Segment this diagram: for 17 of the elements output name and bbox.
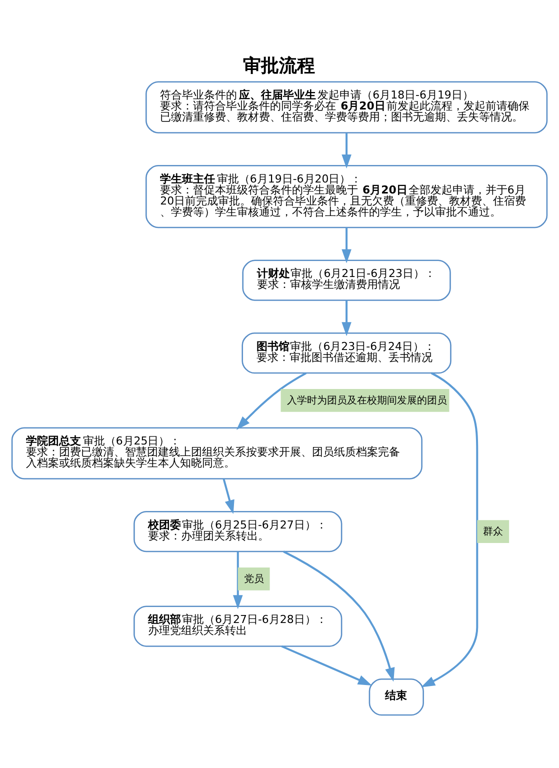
arrow [342, 300, 352, 336]
arrow [342, 227, 352, 263]
edge-label: 入学时为团员及在校期间发展的团员 [287, 394, 448, 406]
node-box: 校团委审批（6月25日-6月27日）： 要求：办理团关系转出。 [134, 510, 342, 552]
node-box: 组织部审批（6月27日-6月28日）： 办理党组织关系转出 [134, 605, 342, 646]
arrow [281, 644, 372, 685]
diagram-title: 审批流程 [243, 54, 316, 76]
node-box: 图书馆审批（6月23日-6月24日）： 要求：审批图书借还逾期、丢书情况 [242, 332, 452, 374]
arrow [222, 478, 234, 514]
edge-label: 党员 [244, 573, 264, 584]
node-box: 结束 [368, 678, 424, 716]
node-box: 学院团总支审批（6月25日）： 要求：团费已缴清、智慧团建线上团组织关系按要求开展、团员纸质档案完备入档案或纸质档案缺失学生本人知晓同意。 [11, 426, 422, 479]
arrow [283, 550, 395, 682]
arrow [232, 551, 243, 609]
arrow [342, 132, 352, 168]
edge-label: 群众 [483, 526, 504, 538]
node-box: 计财处审批（6月21日-6月23日）： 要求：审核学生缴清费用情况 [242, 259, 451, 300]
